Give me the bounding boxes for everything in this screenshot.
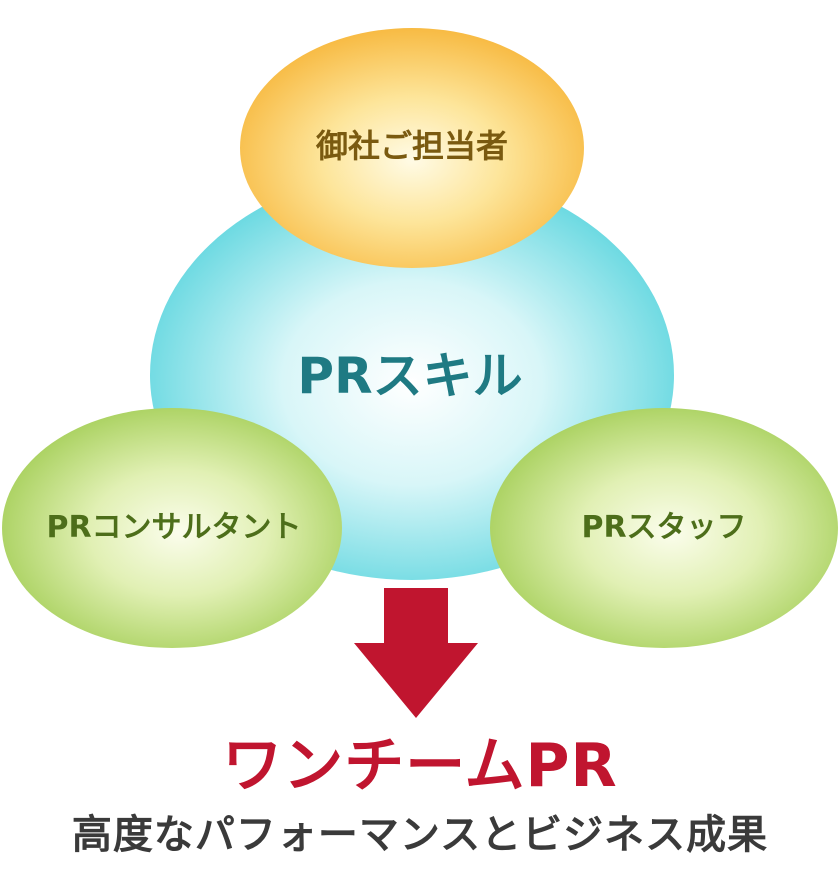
- top-node-circle: [240, 28, 584, 268]
- down-arrow-icon: [354, 588, 478, 718]
- right-node-label: PRスタッフ: [581, 510, 746, 545]
- left-node-label: PRコンサルタント: [46, 510, 301, 545]
- right-node-circle: [490, 408, 838, 648]
- center-node-label: PRスキル: [297, 347, 522, 405]
- left-node-circle: [2, 408, 342, 648]
- result-subtitle: 高度なパフォーマンスとビジネス成果: [71, 812, 769, 858]
- top-node-label: 御社ご担当者: [315, 127, 508, 165]
- result-title: ワンチームPR: [222, 731, 618, 801]
